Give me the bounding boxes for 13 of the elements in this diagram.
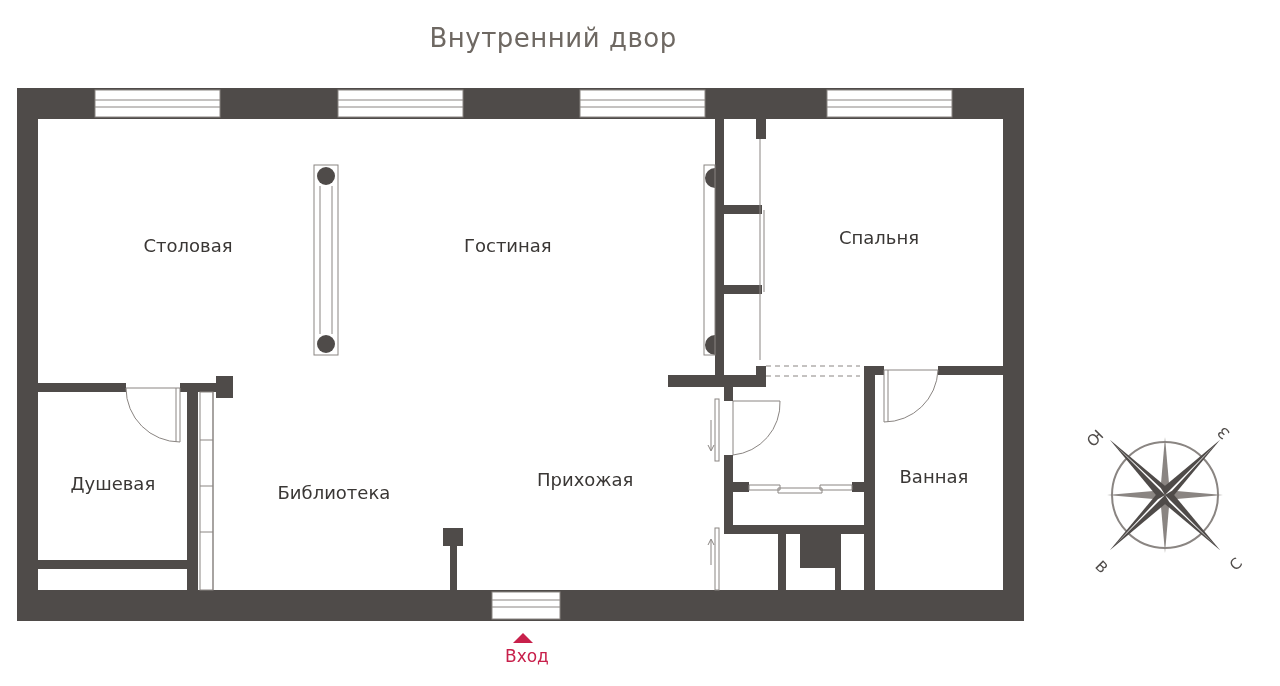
room-label: Душевая [70, 475, 156, 493]
area-label: Внутренний двор [429, 25, 677, 51]
compass-letter: Ю [1083, 425, 1106, 449]
compass-letter: С [1227, 555, 1246, 573]
room-label: Ванная [899, 468, 969, 486]
room-label: Столовая [143, 237, 233, 255]
room-label: Гостиная [464, 237, 552, 255]
room-label: Библиотека [277, 484, 391, 502]
compass-letter: В [1092, 558, 1111, 576]
entrance-label: Вход [505, 647, 549, 665]
compass-letter: З [1215, 423, 1233, 441]
room-label: Спальня [839, 229, 920, 247]
room-label: Прихожая [537, 471, 634, 489]
